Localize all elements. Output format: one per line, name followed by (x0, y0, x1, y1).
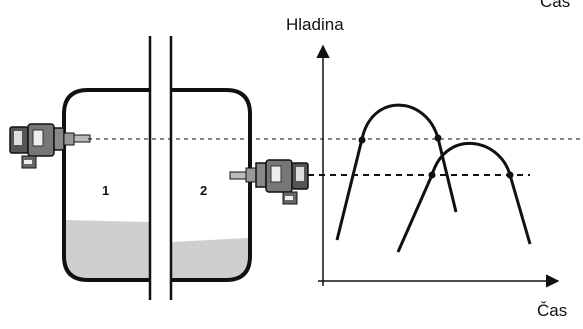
switch-point (506, 171, 514, 179)
x-axis-label: Čas (537, 301, 567, 320)
top-right-time-label: Čas (540, 0, 570, 11)
level-curve-1 (335, 103, 458, 241)
tank-2-outline (172, 88, 252, 282)
switch-point (428, 171, 436, 179)
tank-2-liquid (172, 238, 248, 278)
level-sensor-icon (229, 159, 309, 205)
level-sensor-icon (9, 123, 91, 169)
tank-2-number: 2 (200, 183, 207, 198)
tank-1-number: 1 (102, 183, 109, 198)
tank-2: 2 (172, 88, 252, 282)
y-axis-label: Hladina (286, 15, 344, 34)
tank-1-liquid (64, 220, 150, 278)
switch-point (434, 134, 442, 142)
switch-point (358, 136, 366, 144)
tank-1-outline (62, 88, 150, 282)
tank-1: 1 (62, 88, 150, 282)
level-curve-2 (396, 142, 532, 253)
